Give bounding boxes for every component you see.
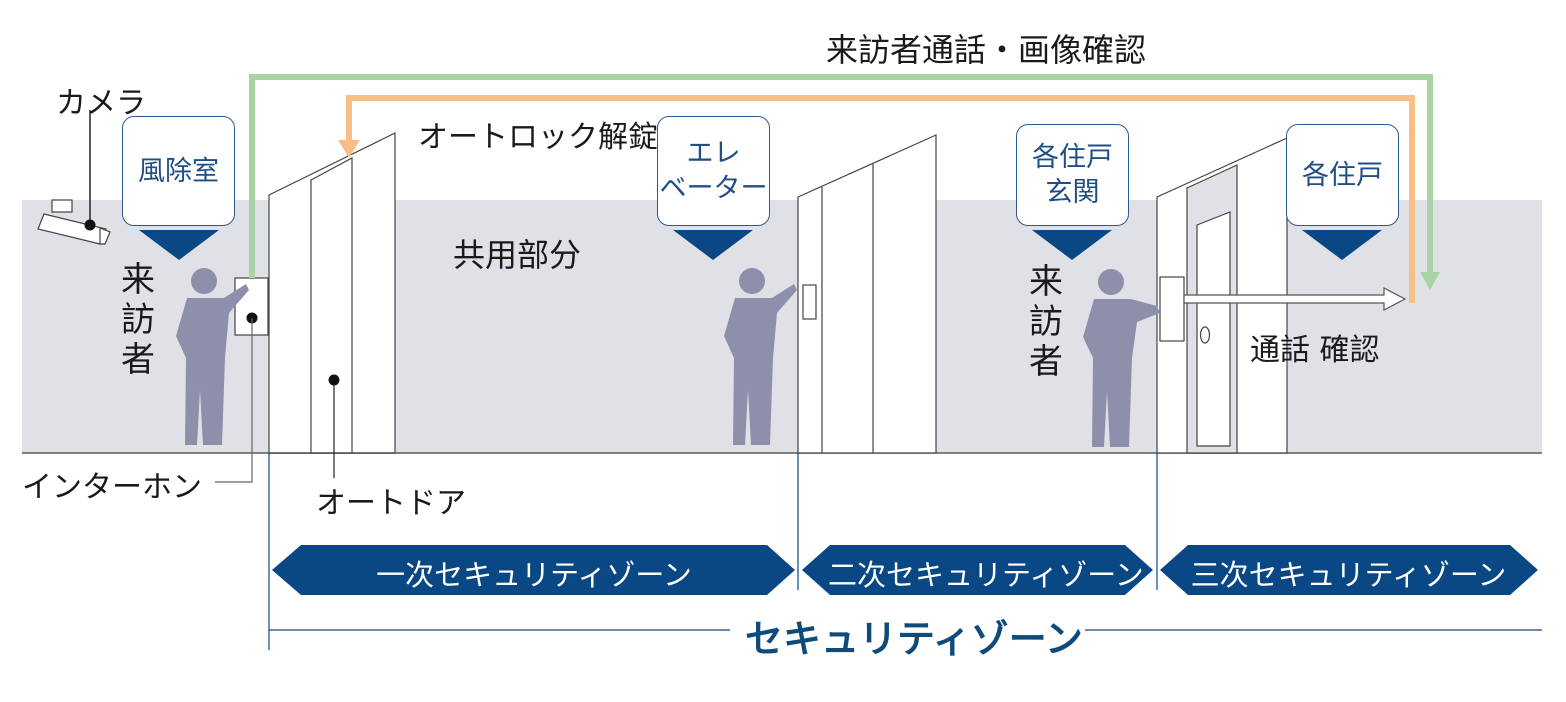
camera-icon <box>37 199 111 245</box>
overall-zone-label: セキュリティゾーン <box>745 617 1083 661</box>
elevator-box: エレ ベーター <box>657 116 770 226</box>
visitor-char: 訪 <box>1029 302 1063 342</box>
common-area-label: 共用部分 <box>453 236 582 274</box>
visitor-char: 訪 <box>121 300 155 340</box>
second-zone-label: 二次セキュリティゾーン <box>828 558 1144 592</box>
second-zone-banner <box>802 545 1153 595</box>
entrance-label-line1: 各住戸 <box>1032 142 1113 173</box>
unit-box: 各住戸 <box>1286 124 1399 226</box>
windbreak-label: 風除室 <box>138 155 219 187</box>
orange-arrowhead <box>338 140 360 158</box>
first-zone-banner <box>272 545 795 595</box>
resident-figure-elevator <box>724 268 797 445</box>
unit-label: 各住戸 <box>1302 159 1383 191</box>
call-outline-arrow <box>1183 287 1407 311</box>
windbreak-pointer <box>139 230 219 260</box>
third-zone-label: 三次セキュリティゾーン <box>1190 558 1507 592</box>
auto-door-label: オートドア <box>316 486 466 521</box>
diagram-title: 来訪者通話・画像確認 <box>826 31 1147 69</box>
camera-leader-dot <box>84 219 96 231</box>
visitor-char: 来 <box>1029 262 1063 302</box>
visitor-char: 者 <box>1029 342 1063 382</box>
auto-door-leader-dot <box>328 374 340 386</box>
visitor-label-right: 来 訪 者 <box>1026 262 1066 382</box>
visitor-figure-1 <box>176 268 249 445</box>
elevator-label-line2: ベーター <box>659 173 768 204</box>
elevator-pointer <box>673 230 753 260</box>
orange-arrow-line <box>346 95 1415 303</box>
visitor-char: 来 <box>121 260 155 300</box>
interphone-label: インターホン <box>22 470 202 505</box>
elevator-structure <box>797 134 937 454</box>
entrance-box: 各住戸 玄関 <box>1016 124 1129 226</box>
third-zone-banner <box>1160 545 1538 595</box>
windbreak-box: 風除室 <box>122 116 235 226</box>
visitor-label-left: 来 訪 者 <box>118 260 158 380</box>
interphone-leader-line <box>215 318 253 483</box>
camera-label: カメラ <box>56 86 146 121</box>
entrance-label-line2: 玄関 <box>1045 177 1100 208</box>
autolock-release-label: オートロック解錠 <box>418 120 658 155</box>
auto-door-structure <box>268 132 396 454</box>
entrance-pointer <box>1032 230 1112 260</box>
visitor-figure-2 <box>1083 269 1160 447</box>
first-zone-label: 一次セキュリティゾーン <box>376 558 692 592</box>
visitor-char: 者 <box>121 340 155 380</box>
green-arrow-line <box>249 74 1433 278</box>
unit-pointer <box>1302 230 1382 260</box>
call-confirm-label: 通話 確認 <box>1250 333 1380 368</box>
elevator-label-line1: エレ <box>686 138 741 169</box>
green-arrowhead <box>1420 272 1440 290</box>
